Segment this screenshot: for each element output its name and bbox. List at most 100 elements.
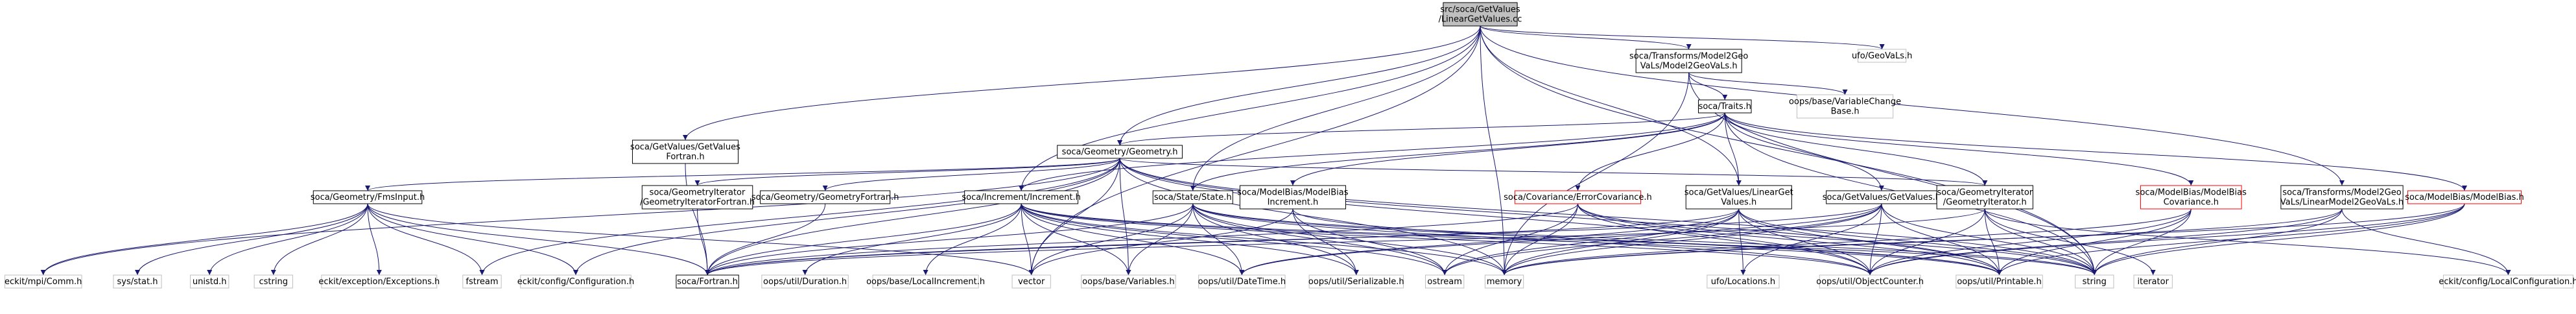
node-label-line: Fortran.h [666,152,704,162]
edge-errcov-to-memory [1502,203,1578,276]
node-label-line: soca/ModelBias/ModelBias [2136,188,2247,198]
node-localinc: oops/base/LocalIncrement.h [866,274,985,289]
node-label-line: ufo/Locations.h [1711,277,1775,287]
node-label-line: soca/GetValues/LinearGet [1684,188,1793,198]
node-datetime: oops/util/DateTime.h [1198,274,1286,289]
edge-geometry-to-variables [1119,158,1131,276]
edge-m2g-to-varchange [1688,72,1848,95]
node-geometry[interactable]: soca/Geometry/Geometry.h [1057,145,1183,159]
node-box [1956,274,2043,289]
node-sysstat: sys/stat.h [113,274,162,289]
edge-lingv-to-memory [1502,208,1740,276]
edge-geometry-to-string [1119,158,2097,276]
edge-lingv-to-objcounter [1738,208,1873,276]
node-box [1936,185,2033,210]
node-label-line: soca/Transforms/Model2Geo [1629,52,1748,62]
edge-modelbias-to-printable [1996,203,2465,276]
node-errcov[interactable]: soca/Covariance/ErrorCovariance.h [1504,190,1652,204]
node-lingv[interactable]: soca/GetValues/LinearGetValues.h [1684,185,1793,210]
node-m2g[interactable]: soca/Transforms/Model2GeoVaLs/Model2GeoV… [1629,49,1748,73]
node-label-line: /GeometryIteratorFortran.h [640,198,755,208]
edge-increment-to-duration [802,203,1022,276]
node-label-line: soca/Geometry/Geometry.h [1062,147,1178,157]
node-root[interactable]: src/soca/GetValues/LinearGetValues.cc [1439,2,1522,27]
edge-geomiter-to-iterator [1984,208,2156,276]
node-itfortran[interactable]: soca/GeometryIterator/GeometryIteratorFo… [640,185,755,210]
node-fortran[interactable]: soca/Fortran.h [676,274,739,289]
node-label-line: /LinearGetValues.cc [1439,15,1522,25]
node-box [190,274,230,289]
node-box [1858,49,1907,63]
node-box [321,274,438,289]
edge-geometry-to-printable [1119,158,2002,276]
node-mpicomm: eckit/mpi/Comm.h [4,274,82,289]
edge-geometry-to-geomfortran [822,158,1120,191]
edge-root-to-vector [1028,25,1481,276]
node-box [1685,185,1792,210]
node-label-line: eckit/exception/Exceptions.h [318,277,440,287]
edge-traits-to-modelbias [1724,112,2467,191]
edge-getvalues-to-ostream [1442,203,1882,276]
node-label-line: VaLs/Model2GeoVaLs.h [1640,62,1738,71]
node-objcounter: oops/util/ObjectCounter.h [1816,274,1924,289]
node-getvalues[interactable]: soca/GetValues/GetValues.h [1823,190,1941,204]
edge-geometry-to-fstream [479,158,1120,276]
edge-modelbias-to-string [2092,203,2465,276]
node-label-line: soca/Increment/Increment.h [962,193,1081,202]
node-box [2133,274,2173,289]
node-traits[interactable]: soca/Traits.h [1698,99,1752,114]
node-serializable: oops/util/Serializable.h [1308,274,1404,289]
node-label-line: string [2083,277,2107,287]
node-geomfortran[interactable]: soca/Geometry/GeometryFortran.h [751,190,899,204]
edge-getvalues-to-printable [1881,203,2002,276]
edge-fmsinput-to-mpicomm [40,203,368,276]
node-label-line: unistd.h [193,277,227,287]
edge-fmsinput-to-cstring [270,203,368,276]
node-label-line: eckit/mpi/Comm.h [5,277,82,287]
edge-traits-to-getvalues [1724,112,1884,191]
edge-linm2g-to-localconfig [2341,208,2511,276]
node-label-line: soca/GetValues/GetValues [630,143,740,152]
node-box [1635,49,1742,73]
node-box [641,185,753,210]
node-geomiter[interactable]: soca/GeometryIterator/GeometryIterator.h [1936,185,2033,210]
edge-root-to-state [1190,25,1481,191]
node-iterator: iterator [2133,274,2173,289]
node-increment[interactable]: soca/Increment/Increment.h [962,190,1081,204]
node-box [2442,274,2574,289]
node-label-line: src/soca/GetValues [1440,5,1520,15]
node-label-line: oops/util/Printable.h [1957,277,2041,287]
edge-gvfortran-to-fortran [685,163,711,276]
node-fmsinput[interactable]: soca/Geometry/FmsInput.h [311,190,425,204]
node-label-line: oops/util/ObjectCounter.h [1816,277,1924,287]
edge-root-to-string [1480,25,2097,276]
edge-modelbias-to-objcounter [1867,203,2465,276]
node-box [113,274,162,289]
edge-geomiter-to-fortran [705,208,1985,276]
node-label-line: eckit/config/LocalConfiguration.h [2439,277,2576,287]
edge-root-to-m2g [1480,25,1692,50]
edge-fmsinput-to-fortran [367,203,711,276]
edge-geometry-to-itfortran [694,158,1120,186]
node-label-line: soca/Traits.h [1699,102,1751,112]
edge-fmsinput-to-unistd [207,203,368,276]
node-label-line: oops/base/LocalIncrement.h [866,277,985,287]
edge-increment-to-vector [1021,203,1034,276]
node-box [1011,274,1051,289]
node-label-line: soca/Geometry/GeometryFortran.h [751,193,899,202]
edge-lingv-to-ufolocations [1738,208,1746,276]
node-box [1514,190,1642,204]
node-box [1198,274,1286,289]
node-configuration: eckit/config/Configuration.h [517,274,634,289]
node-label-line: fstream [466,277,498,287]
node-linm2g[interactable]: soca/Transforms/Model2GeoVaLs/LinearMode… [2280,185,2404,210]
node-modelbias[interactable]: soca/ModelBias/ModelBias.h [2405,190,2524,204]
node-state[interactable]: soca/State/State.h [1152,190,1233,204]
edge-geometry-to-geomiter [1119,158,1987,186]
edge-geomfortran-to-fortran [705,203,826,276]
edge-state-to-string [1192,203,2097,276]
edge-root-to-increment [1019,25,1481,191]
